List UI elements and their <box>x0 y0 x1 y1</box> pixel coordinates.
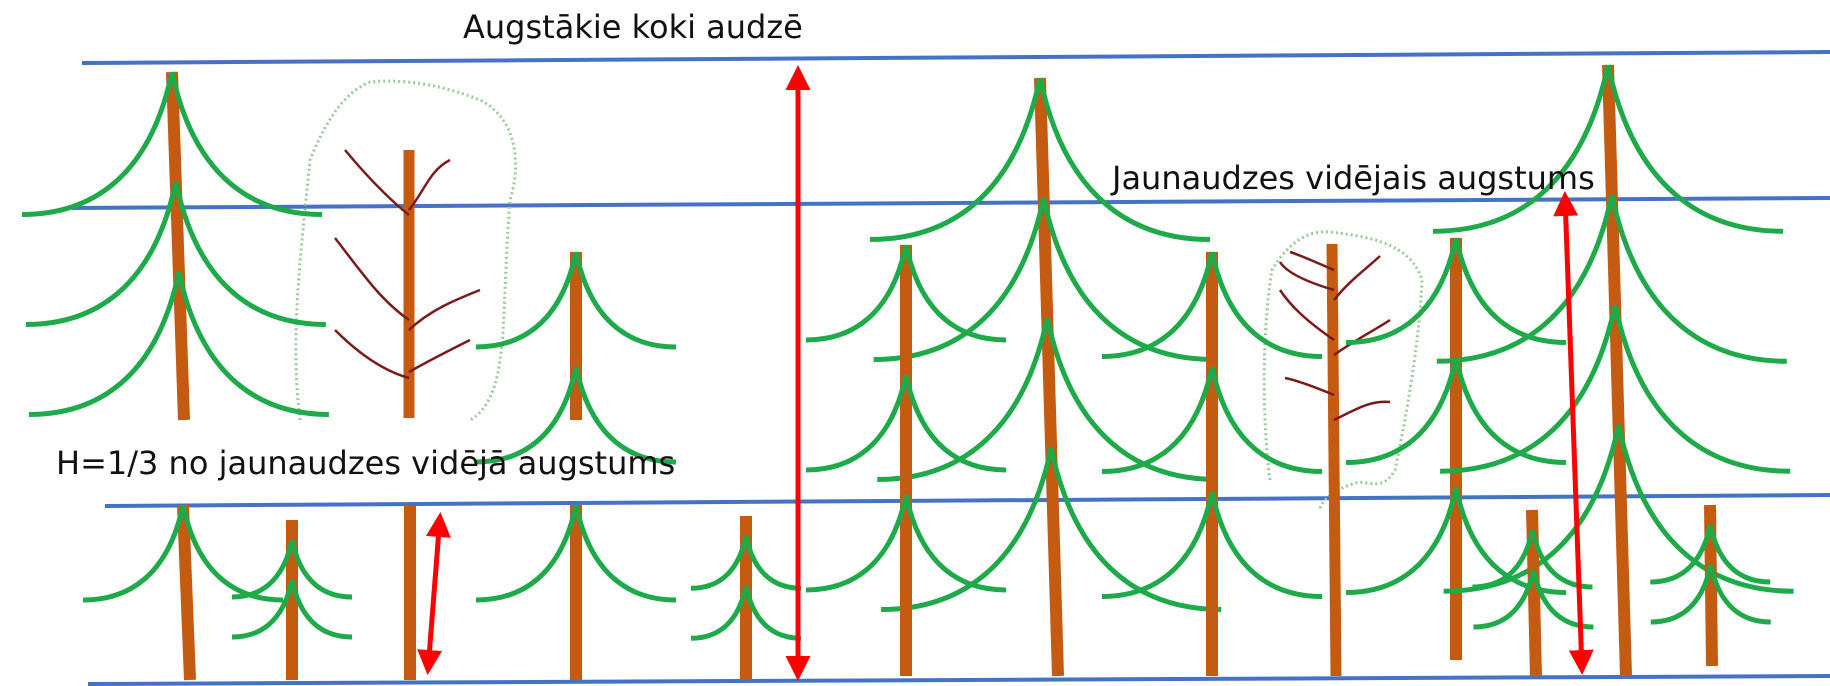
deciduous-crown-right <box>1262 230 1424 511</box>
spruce-tree <box>869 77 1222 677</box>
spruce-branch <box>289 539 353 600</box>
spruce-branch <box>1650 524 1713 585</box>
spruce-branch <box>1101 366 1215 474</box>
spruce-tree <box>231 520 353 680</box>
spruce-tree <box>1432 64 1794 677</box>
height-arrows <box>417 65 1594 681</box>
spruce-branch <box>1453 357 1567 465</box>
spruce-branch <box>180 504 284 603</box>
spruce-branch <box>231 539 295 600</box>
spruce-tree <box>475 251 677 465</box>
spruce-trees <box>21 64 1794 681</box>
spruce-branch <box>1616 424 1794 594</box>
spruce-branch <box>805 494 909 593</box>
spruce-tree <box>475 504 677 680</box>
spruce-branch <box>28 271 182 417</box>
spruce-tree <box>82 504 284 681</box>
spruce-tree <box>690 516 802 680</box>
spruce-branch <box>1209 366 1323 474</box>
spruce-branch <box>289 579 353 640</box>
spruce-branch <box>1345 357 1459 465</box>
tree-trunk <box>1326 243 1342 677</box>
tallest-level-line <box>81 50 1830 65</box>
spruce-tree <box>21 71 329 421</box>
spruce-branch <box>573 504 677 603</box>
spruce-branch <box>743 585 802 641</box>
deciduous-crowns <box>294 79 1424 511</box>
spruce-tree <box>1650 504 1771 667</box>
spruce-branch <box>1440 304 1618 474</box>
spruce-branch <box>25 181 179 327</box>
spruce-branch <box>475 251 579 350</box>
spruce-branch <box>1345 237 1459 345</box>
spruce-branch <box>1473 569 1536 630</box>
spruce-branch <box>173 181 326 327</box>
spruce-branch <box>1605 64 1784 234</box>
deciduous-crown-left <box>294 79 518 422</box>
spruce-branch <box>743 535 802 591</box>
spruce-branch <box>1472 529 1535 590</box>
spruce-branch <box>1432 64 1611 234</box>
one-third-height-line <box>104 493 1830 508</box>
spruce-branch <box>1453 487 1567 595</box>
spruce-tree <box>1101 251 1323 676</box>
average-height-label: Jaunaudzes vidējais augstums <box>1112 159 1595 197</box>
spruce-branch <box>805 244 909 343</box>
deciduous-tree-left <box>334 149 481 418</box>
spruce-branch <box>903 494 1007 593</box>
spruce-branch <box>1453 237 1567 345</box>
deciduous-tree-right <box>1278 243 1391 677</box>
spruce-branch <box>1044 317 1218 482</box>
spruce-branch <box>1041 197 1214 362</box>
spruce-branch <box>1101 491 1215 599</box>
spruce-branch <box>1609 194 1787 364</box>
tree-trunk <box>177 504 196 681</box>
spruce-branch <box>1708 564 1771 625</box>
spruce-branch <box>873 197 1047 362</box>
spruce-branch <box>869 77 1043 242</box>
spruce-branch <box>169 71 323 217</box>
spruce-branch <box>1209 491 1323 599</box>
spruce-branch <box>1612 304 1791 474</box>
spruce-branch <box>176 271 329 417</box>
spruce-branch <box>1048 447 1222 612</box>
spruce-branch <box>1345 487 1459 595</box>
one-third-height-label: H=1/3 no jaunaudzes vidējā augstums <box>56 444 676 482</box>
spruce-branch <box>82 504 186 603</box>
spruce-branch <box>475 366 579 465</box>
spruce-tree <box>805 244 1007 676</box>
spruce-branch <box>1037 77 1211 242</box>
spruce-branch <box>231 579 295 640</box>
spruce-branch <box>903 244 1007 343</box>
spruce-branch <box>1530 529 1593 590</box>
spruce-branch <box>1707 524 1771 585</box>
spruce-branch <box>573 366 677 465</box>
level-lines <box>71 50 1830 686</box>
tree-trunk <box>166 71 190 421</box>
ground-line <box>87 674 1830 686</box>
spruce-branch <box>1436 194 1615 364</box>
spruce-branch <box>475 504 579 603</box>
spruce-branch <box>21 71 175 217</box>
spruce-branch <box>1101 251 1215 359</box>
spruce-branch <box>690 585 749 641</box>
tree-trunk <box>1602 64 1632 677</box>
average-height-arrow <box>1553 191 1594 675</box>
spruce-branch <box>805 374 909 473</box>
spruce-branch <box>1209 251 1323 359</box>
spruce-branch <box>903 374 1007 473</box>
tree-trunk <box>1034 77 1064 677</box>
one-third-height-arrow <box>417 512 451 675</box>
spruce-branch <box>690 535 749 591</box>
tallest-trees-label: Augstākie koki audzē <box>463 8 803 46</box>
spruce-branch <box>573 251 677 350</box>
spruce-branch <box>1650 564 1714 625</box>
